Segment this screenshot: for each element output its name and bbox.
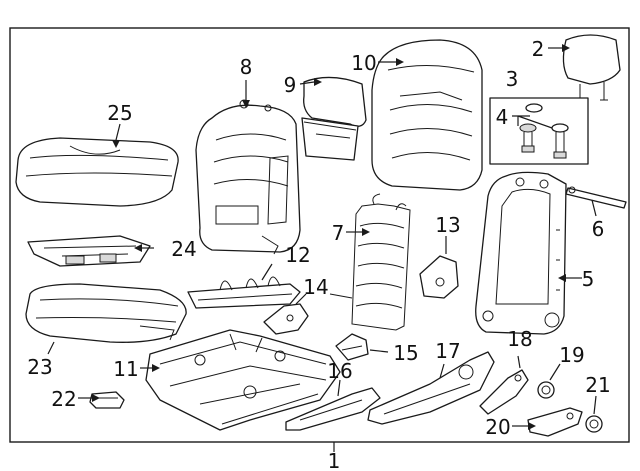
part-20-lever[interactable]: [527, 407, 583, 437]
part-11-seat-adjuster[interactable]: [145, 329, 341, 431]
callout-2: 2: [532, 37, 545, 61]
callout-19: 19: [559, 343, 584, 367]
callout-1: 1: [328, 449, 341, 471]
part-2-headrest[interactable]: [562, 34, 621, 101]
part-25-cushion-pad[interactable]: [15, 137, 179, 207]
callout-labels: 1 2 3 4 5 6 7 8 9 10 11 12 13 14 15 16 1…: [27, 37, 610, 471]
part-19-knob[interactable]: [537, 381, 555, 399]
callout-21: 21: [585, 373, 610, 397]
callout-18: 18: [507, 327, 532, 351]
part-12-spring-bracket[interactable]: [187, 276, 301, 309]
callout-20: 20: [485, 415, 510, 439]
callout-14: 14: [303, 275, 328, 299]
part-23-cushion-cover[interactable]: [25, 283, 187, 343]
callout-22: 22: [51, 387, 76, 411]
part-10-back-pad[interactable]: [371, 39, 483, 191]
callout-25: 25: [107, 101, 132, 125]
part-18-recliner-handle[interactable]: [479, 369, 529, 415]
part-6-rod[interactable]: [565, 186, 627, 209]
part-22-clip[interactable]: [89, 391, 125, 409]
callout-11: 11: [113, 357, 138, 381]
callout-6: 6: [592, 217, 605, 241]
callout-24: 24: [171, 237, 196, 261]
part-14-bracket[interactable]: [263, 303, 309, 335]
callout-13: 13: [435, 213, 460, 237]
callout-17: 17: [435, 339, 460, 363]
part-8-seat-back-cover[interactable]: [195, 99, 301, 255]
part-24-cushion-plate[interactable]: [27, 235, 151, 267]
arrowheads: [92, 44, 570, 430]
callout-9: 9: [284, 73, 297, 97]
part-16-trim[interactable]: [285, 387, 381, 431]
callout-4: 4: [496, 105, 509, 129]
callout-15: 15: [393, 341, 418, 365]
part-17-side-shield[interactable]: [367, 351, 495, 425]
callout-3: 3: [506, 67, 519, 91]
callout-23: 23: [27, 355, 52, 379]
callout-16: 16: [327, 359, 352, 383]
part-15-clip[interactable]: [335, 333, 369, 361]
leader-lines: [47, 47, 597, 452]
part-5-back-frame[interactable]: [475, 171, 567, 335]
part-4-guide-sleeves[interactable]: [519, 103, 569, 159]
callout-7: 7: [332, 221, 345, 245]
callout-10: 10: [351, 51, 376, 75]
callout-8: 8: [240, 55, 253, 79]
part-21-cap[interactable]: [585, 415, 603, 433]
part-13-side-bracket[interactable]: [419, 255, 459, 299]
callout-12: 12: [285, 243, 310, 267]
diagram-border: [9, 27, 630, 443]
part-7-spring-mat[interactable]: [329, 193, 411, 331]
callout-5: 5: [582, 267, 595, 291]
part-9-back-insert[interactable]: [301, 76, 367, 161]
